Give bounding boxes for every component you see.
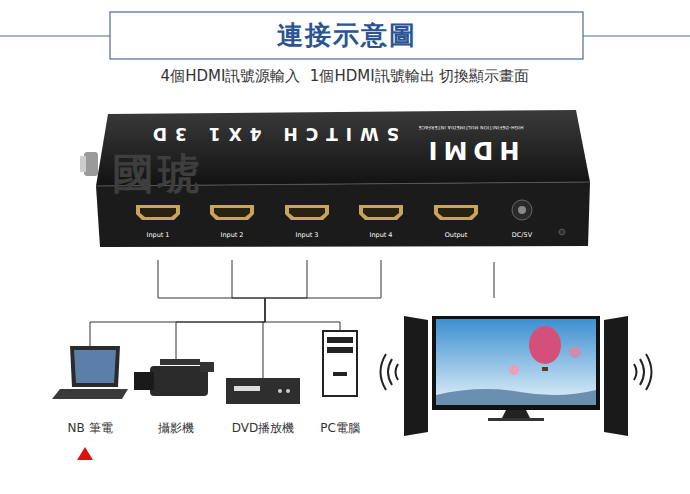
- connector-wire: [90, 260, 265, 346]
- sound-wave: [388, 359, 392, 385]
- balloon-basket: [542, 367, 548, 371]
- dvd-button: [286, 389, 290, 393]
- camcorder-device: 攝影機: [134, 359, 218, 439]
- device-label: PC電腦: [320, 420, 360, 437]
- title-frame: [110, 12, 583, 59]
- dvd-button: [278, 389, 282, 393]
- laptop-icon: [70, 346, 120, 387]
- tv-stand: [502, 410, 530, 418]
- device-label: DVD播放機: [232, 420, 294, 437]
- sound-wave: [634, 364, 637, 380]
- hdmi-port-inner: [214, 208, 250, 217]
- balloon: [569, 346, 581, 358]
- port-label: Input 3: [295, 231, 318, 239]
- hdmi-port: Input 3: [277, 204, 337, 260]
- laptop-screen: [74, 350, 116, 383]
- pc-bay: [327, 337, 353, 343]
- balloon: [509, 365, 519, 375]
- dc-jack: DC/5V: [492, 199, 552, 260]
- title-rule: [583, 35, 690, 36]
- sound-wave: [640, 359, 644, 385]
- hdmi-port-shape: [210, 205, 254, 220]
- side-knob: [84, 152, 98, 176]
- hdmi-port-inner: [289, 208, 325, 217]
- hdmi-port-shape: [359, 205, 403, 220]
- subtitle-text: 4個HDMI訊號源輸入 1個HDMI訊號輸出 切換顯示畫面: [0, 67, 690, 86]
- sound-wave: [646, 354, 652, 390]
- dvd-slot: [234, 386, 260, 391]
- camera-viewfinder: [200, 362, 214, 372]
- port-label: Input 1: [146, 231, 169, 239]
- pc-button: [333, 372, 347, 376]
- dc-jack-pin: [518, 206, 526, 214]
- hdmi-logo-text: HDMI: [413, 136, 529, 164]
- watermark-text: 國琥: [112, 146, 204, 202]
- pc-device: PC電腦: [305, 330, 375, 439]
- camera-icon: [150, 366, 208, 396]
- speaker-icon: [604, 316, 628, 436]
- red-triangle: [77, 447, 93, 460]
- pc-icon: [323, 331, 357, 396]
- tv-hills: [436, 389, 596, 405]
- port-label: Input 4: [369, 231, 392, 239]
- pc-bay: [327, 347, 353, 353]
- hdmi-port-inner: [438, 208, 474, 217]
- connector-wire: [265, 260, 381, 330]
- dc-jack-shape: [512, 200, 532, 220]
- screw-hole: [559, 229, 565, 235]
- title-rule: [0, 35, 110, 36]
- port-label: DC/5V: [512, 231, 532, 239]
- port-label: Output: [445, 231, 468, 239]
- camera-handle: [160, 359, 200, 365]
- hdmi-port-shape: [136, 205, 180, 220]
- hdmi-port: Input 4: [351, 204, 411, 260]
- hdmi-port-inner: [363, 208, 399, 217]
- sound-wave: [381, 354, 387, 390]
- laptop-device: NB 筆電: [48, 346, 132, 439]
- connector-wire: [263, 260, 307, 378]
- tv-base: [488, 418, 544, 421]
- hdmi-port: Input 2: [202, 204, 262, 260]
- hdmi-port-shape: [285, 205, 329, 220]
- hdmi-port: Output: [426, 204, 486, 260]
- port-label: Input 2: [220, 231, 243, 239]
- laptop-base: [52, 389, 128, 399]
- title-text: 連接示意圖: [110, 12, 583, 59]
- device-label: NB 筆電: [67, 420, 112, 437]
- dvd-icon: [226, 378, 300, 404]
- hdmi-port-inner: [140, 208, 176, 217]
- sound-wave: [396, 364, 399, 380]
- output-wire: [494, 262, 495, 298]
- tv-frame: [432, 316, 600, 410]
- speaker-icon: [404, 316, 428, 436]
- hdmi-port: Input 1: [128, 204, 188, 260]
- connector-wire: [176, 260, 265, 359]
- camera-lens: [134, 372, 154, 390]
- balloon: [529, 326, 561, 364]
- side-knob: [80, 156, 86, 172]
- hdmi-port-shape: [434, 205, 478, 220]
- model-text: SWITCH 4X1 3D: [137, 124, 407, 144]
- dvd-player-device: DVD播放機: [221, 378, 305, 439]
- hdmi-tagline-text: HIGH-DEFINITION MULTIMEDIA INTERFACE: [413, 125, 529, 130]
- tv-screen: [436, 319, 596, 405]
- device-label: 攝影機: [158, 420, 194, 437]
